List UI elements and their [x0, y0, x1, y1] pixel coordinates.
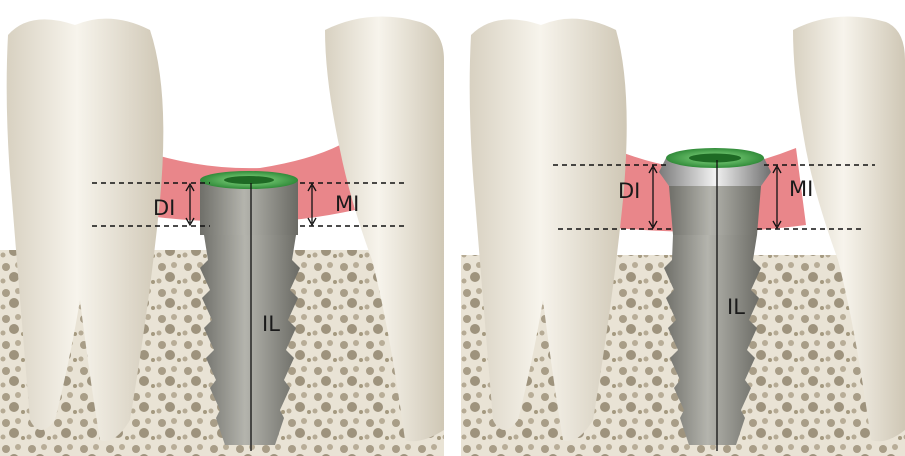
- implant-illustration-left: DI MI IL: [0, 0, 444, 456]
- label-il: IL: [262, 312, 280, 336]
- label-mi: MI: [335, 192, 359, 216]
- implant-collar: [669, 186, 761, 235]
- label-di: DI: [618, 179, 640, 203]
- panel-right: DI MI IL: [461, 0, 905, 456]
- implant-cap-hex: [689, 154, 741, 163]
- label-di: DI: [153, 196, 175, 220]
- implant-cap-hex: [224, 176, 274, 184]
- label-mi: MI: [789, 177, 813, 201]
- implant-illustration-right: DI MI IL: [461, 0, 905, 456]
- panel-left: DI MI IL: [0, 0, 444, 456]
- label-il: IL: [727, 295, 745, 319]
